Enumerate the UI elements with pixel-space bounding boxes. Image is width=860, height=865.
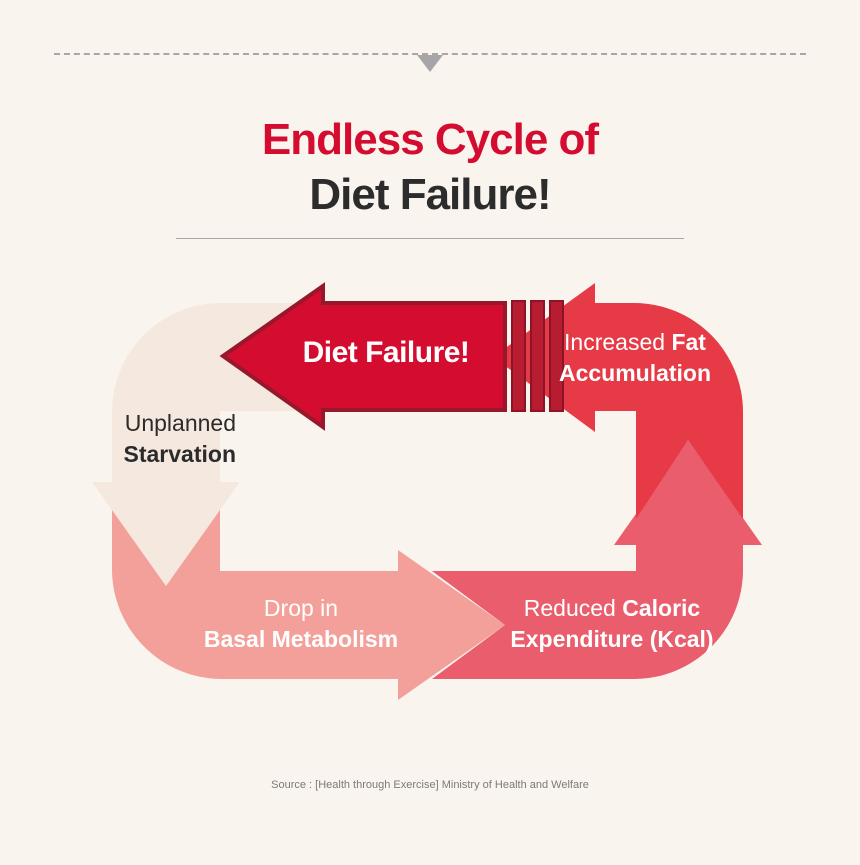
starvation-label-line2: Starvation <box>123 441 236 467</box>
metabolism-segment <box>112 510 505 700</box>
fat-label-line2: Accumulation <box>558 360 712 386</box>
top-dashed-divider <box>54 53 806 55</box>
caloric-label-strong: Caloric <box>622 595 701 621</box>
title-underline <box>176 238 684 239</box>
caloric-label-plain: Reduced <box>523 595 623 621</box>
connector-bar <box>530 300 545 412</box>
diet-failure-label: Diet Failure! <box>302 336 470 369</box>
caloric-label: Reduced Caloric Expenditure (Kcal) <box>500 593 724 655</box>
metabolism-label-line2: Basal Metabolism <box>203 626 399 652</box>
starvation-label-line1: Unplanned <box>124 410 236 436</box>
diet-failure-arrow <box>219 282 507 431</box>
title-line-2: Diet Failure! <box>309 170 551 219</box>
connector-bar <box>511 300 526 412</box>
fat-label: Increased Fat Accumulation <box>540 327 730 389</box>
fat-label-plain: Increased <box>564 329 672 355</box>
connector-bar <box>549 300 564 412</box>
caloric-label-line2: Expenditure (Kcal) <box>510 626 714 652</box>
down-triangle-icon <box>417 55 443 72</box>
title-line-1: Endless Cycle of <box>261 115 599 164</box>
fat-label-strong: Fat <box>671 329 706 355</box>
metabolism-label-line1: Drop in <box>263 595 339 621</box>
metabolism-label: Drop in Basal Metabolism <box>196 593 406 655</box>
caloric-segment <box>432 440 762 679</box>
starvation-label: Unplanned Starvation <box>90 408 236 470</box>
source-citation: Source : [Health through Exercise] Minis… <box>271 779 589 791</box>
